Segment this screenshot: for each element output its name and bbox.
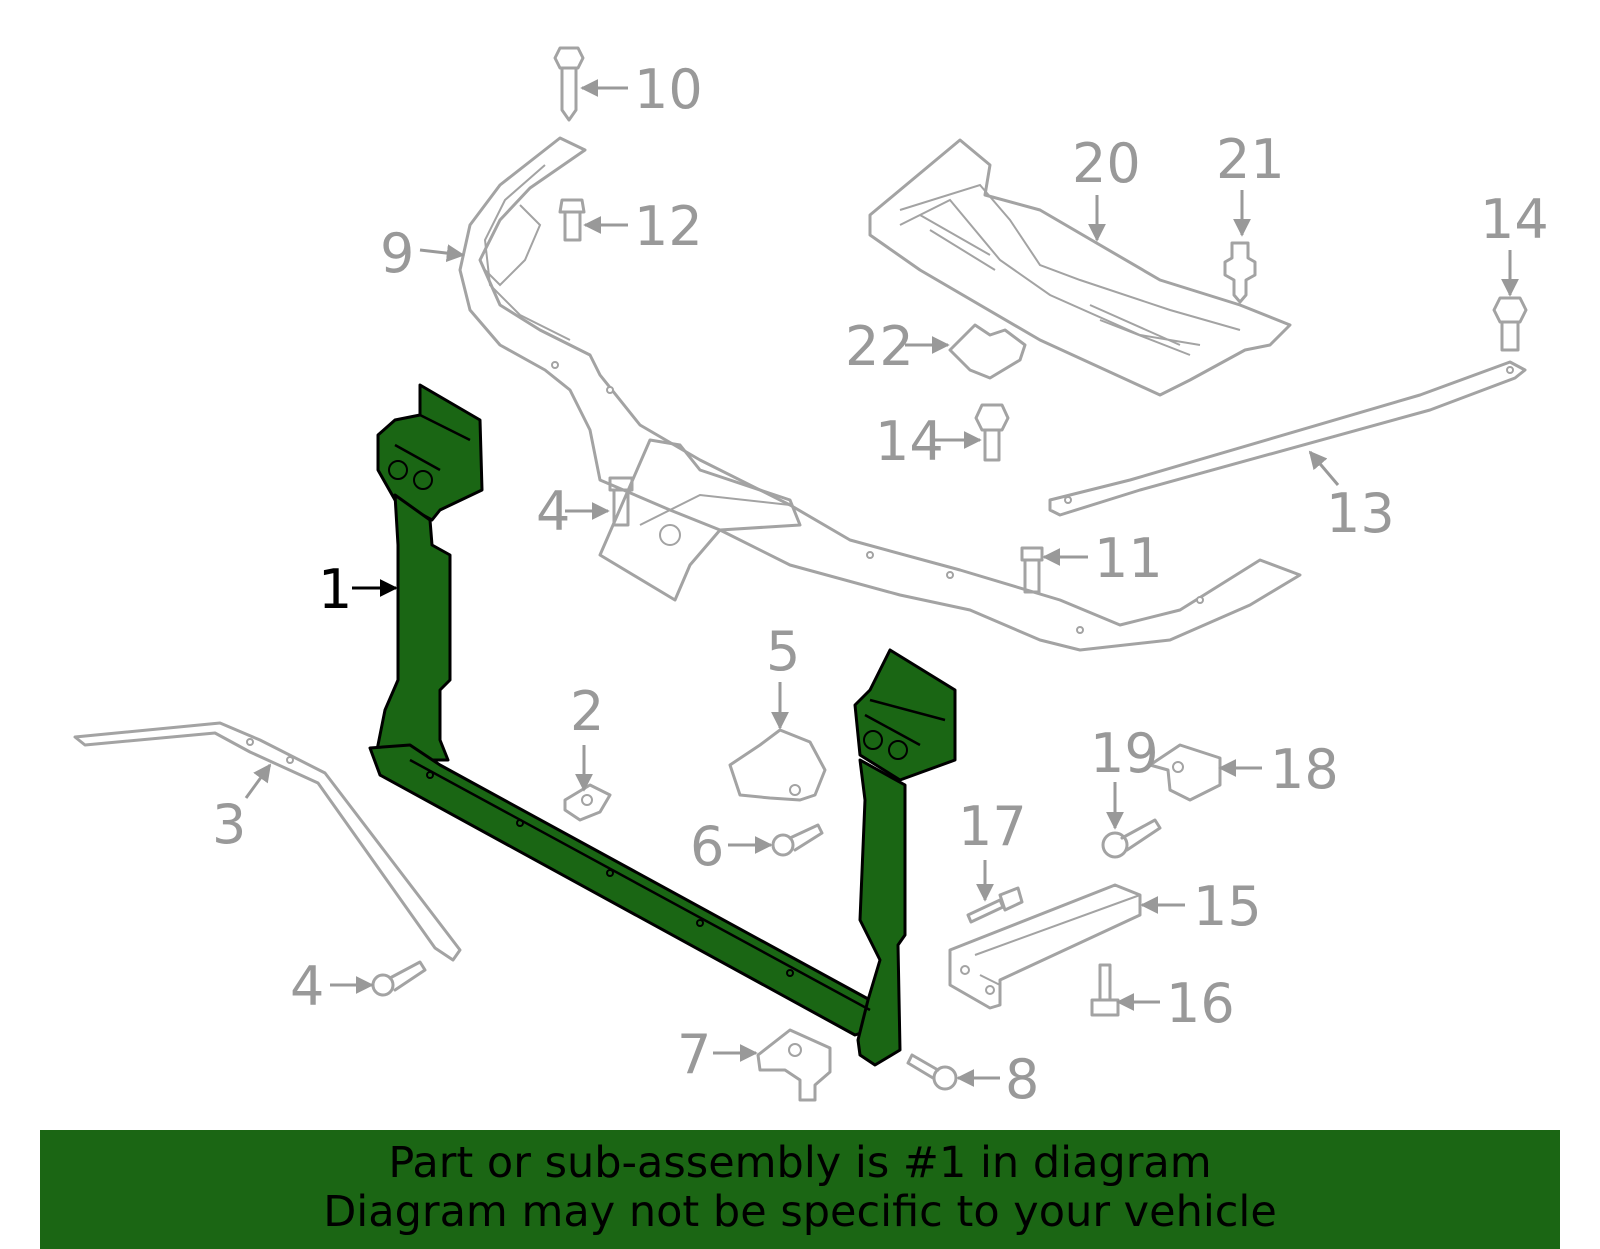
callout-20: 20: [1072, 132, 1141, 195]
callout-8: 8: [1005, 1048, 1039, 1111]
callout-15: 15: [1193, 875, 1262, 938]
callout-labels: 1 2 3 4 4 4 5 6 7 8 9 10 11 12 13 14 14 …: [212, 58, 1549, 1111]
callout-9: 9: [380, 222, 414, 285]
part-13-crossbar: [1048, 360, 1527, 517]
part-9-upper-support: [458, 136, 1302, 652]
part-7-bracket: [756, 1028, 832, 1102]
callout-17: 17: [958, 795, 1027, 858]
part-22-bracket: [948, 323, 1027, 380]
callout-19: 19: [1090, 722, 1159, 785]
fasteners: [371, 46, 1528, 1091]
part-21-clip: [1223, 241, 1257, 304]
callout-13: 13: [1326, 482, 1395, 545]
callout-14: 14: [875, 410, 944, 473]
callout-14: 14: [1480, 188, 1549, 251]
callout-7: 7: [677, 1023, 711, 1086]
callout-22: 22: [845, 315, 914, 378]
callout-2: 2: [570, 680, 604, 743]
part-5-plate: [728, 728, 827, 802]
callout-4: 4: [290, 955, 324, 1018]
part-3-rod: [73, 721, 462, 962]
part-1-radiator-support: [368, 383, 957, 1067]
info-banner: Part or sub-assembly is #1 in diagram Di…: [40, 1130, 1560, 1249]
callout-10: 10: [634, 58, 703, 121]
banner-line-2: Diagram may not be specific to your vehi…: [323, 1187, 1277, 1237]
callout-18: 18: [1270, 738, 1339, 801]
part-18-bracket: [1148, 743, 1222, 802]
callout-11: 11: [1094, 527, 1163, 590]
callout-4: 4: [536, 480, 570, 543]
part-15-bracket: [948, 883, 1142, 1010]
callout-12: 12: [634, 195, 703, 258]
banner-line-1: Part or sub-assembly is #1 in diagram: [388, 1138, 1212, 1188]
callout-16: 16: [1166, 972, 1235, 1035]
callout-3: 3: [212, 793, 246, 856]
callout-arrows: [244, 79, 1519, 1087]
callout-6: 6: [690, 815, 724, 878]
part-2-clip: [563, 783, 612, 822]
callout-21: 21: [1216, 128, 1285, 191]
callout-5: 5: [766, 620, 800, 683]
part-20-deflector: [868, 138, 1292, 397]
callout-1: 1: [318, 558, 352, 621]
